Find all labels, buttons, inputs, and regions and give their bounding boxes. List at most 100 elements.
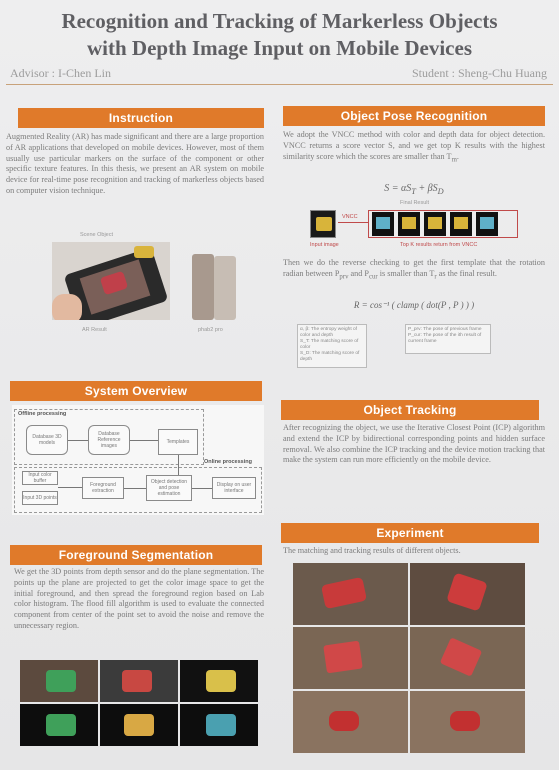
pose-text-2: Then we do the reverse checking to get t… <box>283 258 545 294</box>
fg-photo-4 <box>20 704 98 746</box>
arrow <box>124 488 146 489</box>
offline-region <box>14 409 204 465</box>
experiment-text: The matching and tracking results of dif… <box>283 546 461 555</box>
eq1-part: + βS <box>415 183 438 194</box>
poster-title-line1: Recognition and Tracking of Markerless O… <box>61 9 498 33</box>
fg-photo-3 <box>180 660 258 702</box>
input-3d-box: Input 3D points <box>22 491 58 505</box>
templates-box: Templates <box>158 429 198 455</box>
legend-item: S_D: The matching score of depth <box>300 351 360 362</box>
pose-text-2-body: Then we do the reverse checking to get t… <box>283 258 545 278</box>
phone-back <box>214 256 236 320</box>
phone-label: phab2 pro <box>198 327 223 333</box>
result-thumb <box>372 212 394 236</box>
toy <box>316 217 332 231</box>
equation-2: R = cos⁻¹ ( clamp ( dot(P , P ) ) ) <box>353 300 475 310</box>
tracking-text: After recognizing the object, we use the… <box>283 423 545 465</box>
toy <box>402 217 416 229</box>
eq1-sub: T <box>411 187 416 196</box>
fg-photo-1 <box>20 660 98 702</box>
foreground-heading: Foreground Segmentation <box>10 545 262 565</box>
phone-front <box>192 254 214 320</box>
toy <box>206 670 236 692</box>
toy <box>46 670 76 692</box>
db-images-box: Database Reference images <box>88 425 130 455</box>
legend-right: P_prv: The pose of previous frame P_cur:… <box>405 324 491 354</box>
toy <box>124 714 154 736</box>
poster-title-line2: with Depth Image Input on Mobile Devices <box>86 36 472 60</box>
arrow <box>178 455 179 475</box>
result-thumb <box>424 212 446 236</box>
toy <box>480 217 494 229</box>
vncc-label: VNCC <box>342 214 358 220</box>
exp-photo-4 <box>410 627 525 689</box>
pose-text-2-sub: cur <box>368 273 378 281</box>
input-color-box: Input color buffer <box>22 471 58 485</box>
db-models-box: Database 3D models <box>26 425 68 455</box>
advisor-label: Advisor : I-Chen Lin <box>10 66 111 80</box>
fg-photo-5 <box>100 704 178 746</box>
system-diagram: Offline processing Database 3D models Da… <box>12 405 264 515</box>
legend-left: α, β: The entropy weight of color and de… <box>297 324 367 368</box>
experiment-heading: Experiment <box>281 523 539 543</box>
topk-label: Top K results return from VNCC <box>400 242 478 248</box>
display-box: Display on user interface <box>212 477 256 499</box>
instruction-heading: Instruction <box>18 108 264 128</box>
fg-photo-6 <box>180 704 258 746</box>
arrow <box>68 440 88 441</box>
eq1-part: S = αS <box>384 183 412 194</box>
title-divider <box>6 84 553 85</box>
toy <box>122 670 152 692</box>
offline-label: Offline processing <box>18 411 67 417</box>
legend-item: P_prv: The pose of previous frame <box>408 327 482 332</box>
poster-title: Recognition and Tracking of Markerless O… <box>20 8 539 62</box>
pose-text-2-sub: r <box>434 273 437 281</box>
pose-text-2-body: as the final result. <box>436 268 497 278</box>
online-label: Online processing <box>204 459 252 465</box>
real-toy <box>134 246 154 258</box>
input-image-label: Input image <box>310 242 339 248</box>
pose-figure: Final Result VNCC Input image Top K resu… <box>310 200 522 252</box>
toy <box>320 576 368 610</box>
instruction-text: Augmented Reality (AR) has made signific… <box>6 132 264 195</box>
hand <box>52 294 82 320</box>
toy <box>439 637 483 677</box>
instruction-figure: Scene Object AR Result phab2 pro <box>52 232 242 342</box>
student-label: Student : Sheng-Chu Huang <box>412 66 547 80</box>
final-result-label: Final Result <box>400 200 430 206</box>
toy <box>329 711 359 731</box>
arrow <box>192 488 212 489</box>
legend-item: α, β: The entropy weight of color and de… <box>300 327 357 338</box>
detection-box: Object detection and pose estimation <box>146 475 192 501</box>
result-thumb <box>450 212 472 236</box>
equation-1: S = αST + βSD <box>283 183 545 196</box>
system-overview-heading: System Overview <box>10 381 262 401</box>
legend-item: P_cur: The pose of the ith result of cur… <box>408 333 482 344</box>
foreground-text: We get the 3D points from depth sensor a… <box>14 567 264 630</box>
toy <box>46 714 76 736</box>
toy <box>323 640 363 674</box>
legend-item: S_T: The matching score of color <box>300 339 359 350</box>
pose-text-1: We adopt the VNCC method with color and … <box>283 130 545 164</box>
scene-object-label: Scene Object <box>80 232 114 238</box>
arrow <box>58 487 82 488</box>
toy <box>450 711 480 731</box>
ar-result-label: AR Result <box>82 327 107 333</box>
tracking-heading: Object Tracking <box>281 400 539 420</box>
toy <box>428 217 442 229</box>
toy <box>376 217 390 229</box>
pose-text-2-sub: prv <box>339 273 349 281</box>
toy <box>446 572 488 612</box>
pose-text-2-body: is smaller than T <box>377 268 435 278</box>
eq1-sub: D <box>437 187 444 196</box>
exp-photo-6 <box>410 691 525 753</box>
online-region <box>14 467 262 513</box>
exp-photo-2 <box>410 563 525 625</box>
ar-photo <box>52 242 170 320</box>
experiment-figure <box>293 563 525 753</box>
pose-heading: Object Pose Recognition <box>283 106 545 126</box>
fg-photo-2 <box>100 660 178 702</box>
arrow <box>130 440 158 441</box>
result-thumb <box>398 212 420 236</box>
